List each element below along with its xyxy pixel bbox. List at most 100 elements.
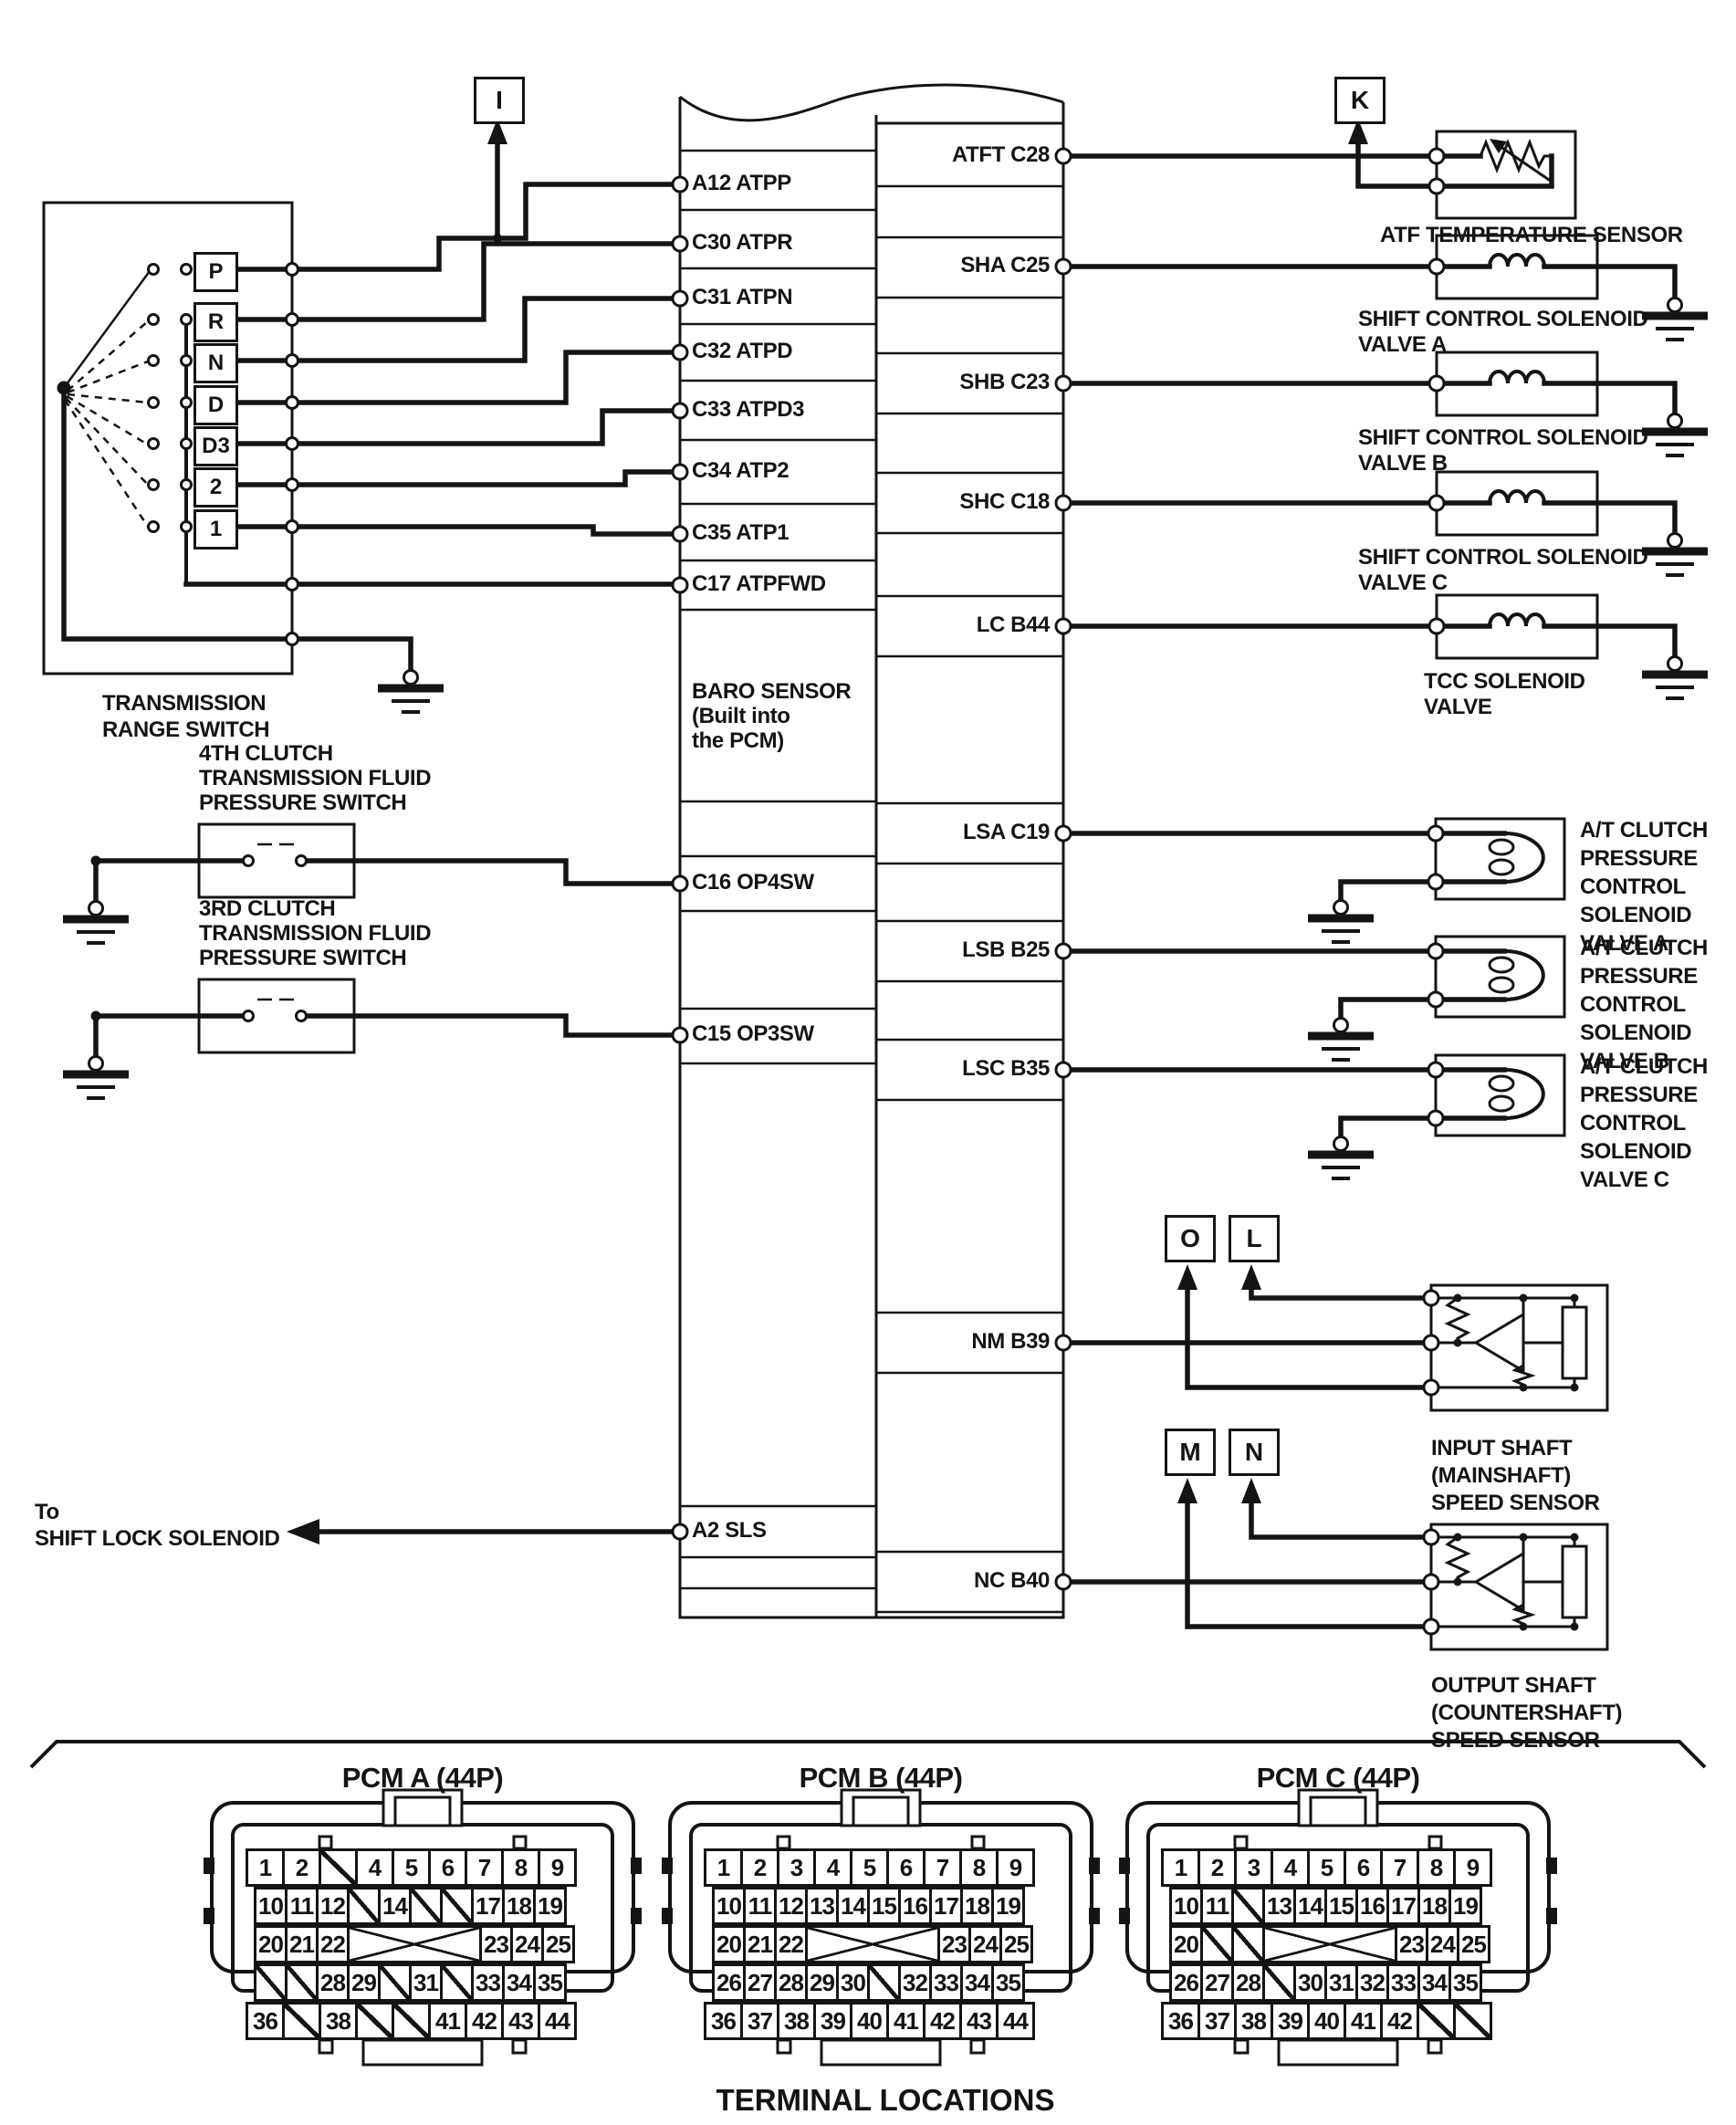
terminal-cell-text: 34 <box>965 1968 990 1996</box>
panel-bracket-line <box>29 1740 1707 1769</box>
terminal-cell-text: 21 <box>289 1930 315 1958</box>
terminal-cell-text: 9 <box>550 1853 565 1881</box>
terminal-cell-text: 20 <box>716 1930 742 1958</box>
pcm-right-cell-lines <box>876 184 1063 1614</box>
terminal-cell: 24 <box>510 1925 544 1963</box>
terminal-cell-text: 7 <box>477 1853 492 1881</box>
connector-title-text: PCM B (44P) <box>799 1762 963 1794</box>
terminal-cell <box>867 1963 901 2002</box>
terminal-cell-text: 19 <box>996 1891 1021 1920</box>
pcm-pin-label-right-text: ATFT C28 <box>951 142 1050 167</box>
component-label-text: A/T CLUTCH <box>1580 1054 1708 1079</box>
terminal-cell: 19 <box>991 1887 1025 1925</box>
shift-solenoid-valve-c <box>1061 470 1708 575</box>
terminal-cell-text: 17 <box>1391 1891 1417 1920</box>
terminal-cell-text: 17 <box>934 1891 959 1920</box>
pcm-pin-label-left: C16 OP4SW <box>692 870 814 895</box>
terminal-cell-text: 35 <box>996 1968 1021 1996</box>
terminal-cell: 35 <box>1448 1963 1482 2002</box>
range-position-box-text: 1 <box>209 517 223 541</box>
terminal-cell <box>319 1848 358 1887</box>
terminal-cell-text: 20 <box>1174 1930 1199 1958</box>
component-label: 3RD CLUTCH <box>199 896 336 921</box>
pcm-pin-label-left: A12 ATPP <box>692 171 791 195</box>
component-label-text: VALVE C <box>1580 1167 1669 1192</box>
component-label-text: VALVE A <box>1580 931 1668 956</box>
component-label-text: the PCM) <box>692 728 784 753</box>
terminal-cell-text: 28 <box>779 1968 804 1996</box>
component-label: A/T CLUTCH <box>1580 816 1708 844</box>
component-label-text: SPEED SENSOR <box>1431 1491 1600 1515</box>
terminal-cell: 23 <box>479 1925 513 1963</box>
terminal-cell: 26 <box>712 1963 746 2002</box>
terminal-cell-text: 33 <box>1391 1968 1417 1996</box>
range-position-box: 1 <box>193 509 238 550</box>
connector-title: PCM A (44P) <box>222 1762 623 1795</box>
at-clutch-solenoid-valve-c <box>1061 1053 1566 1178</box>
component-label-text: CONTROL <box>1580 1111 1686 1136</box>
terminal-cell: 2 <box>740 1848 779 1887</box>
terminal-cell: 43 <box>959 2002 999 2040</box>
terminal-cell: 36 <box>1161 2002 1200 2040</box>
terminal-cell-text: 35 <box>538 1968 563 1996</box>
terminal-locations-title: TERMINAL LOCATIONS <box>716 2083 1055 2117</box>
range-position-box-text: 2 <box>209 475 223 499</box>
terminal-cell <box>1453 2002 1492 2040</box>
terminal-cell-text: 7 <box>936 1853 950 1881</box>
component-label: VALVE B <box>1358 451 1448 476</box>
terminal-cell: 7 <box>1380 1848 1419 1887</box>
connector-title-text: PCM C (44P) <box>1256 1762 1420 1794</box>
terminal-cell-text: 42 <box>472 2006 497 2035</box>
component-label: OUTPUT SHAFT <box>1431 1672 1596 1700</box>
bus-junctions <box>285 262 299 646</box>
terminal-cell-text: 6 <box>1356 1853 1371 1881</box>
terminal-cell: 44 <box>996 2002 1035 2040</box>
terminal-cell: 4 <box>1271 1848 1310 1887</box>
terminal-cell: 7 <box>465 1848 504 1887</box>
terminal-cell-text: 43 <box>508 2006 534 2035</box>
connector-shell-pcm-b <box>662 1788 1100 2067</box>
pcm-pin-label-left-text: A12 ATPP <box>692 171 791 195</box>
terminal-cell-text: 10 <box>258 1891 284 1920</box>
component-label-text: SOLENOID <box>1580 1021 1692 1045</box>
terminal-cell: 3 <box>1234 1848 1273 1887</box>
pcm-pin-label-left-text: C32 ATPD <box>692 339 793 363</box>
terminal-cell-text: 23 <box>484 1930 509 1958</box>
terminal-cell <box>378 1963 412 2002</box>
at-clutch-solenoid-valve-a <box>1061 817 1566 942</box>
up-arrowhead <box>1241 1478 1261 1503</box>
pcm-pin-label-left: C15 OP3SW <box>692 1021 814 1046</box>
terminal-cell: 4 <box>355 1848 394 1887</box>
terminal-cell-text: 4 <box>1283 1853 1298 1881</box>
terminal-cell-text: 44 <box>545 2006 570 2035</box>
connector-title: PCM C (44P) <box>1137 1762 1539 1795</box>
component-label: CONTROL <box>1580 1109 1686 1137</box>
terminal-cell-text: 8 <box>972 1853 987 1881</box>
component-label: BARO SENSOR <box>692 679 852 704</box>
terminal-cell-text: 7 <box>1393 1853 1407 1881</box>
switch-dashed-arms <box>63 320 150 528</box>
terminal-cell <box>1200 1925 1234 1963</box>
terminal-cell-text: 37 <box>1205 2006 1230 2035</box>
terminal-cell: 29 <box>347 1963 381 2002</box>
pcm-pin-label-right: NC B40 <box>863 1568 1050 1593</box>
terminal-cell: 16 <box>898 1887 932 1925</box>
component-label: SOLENOID <box>1580 901 1692 929</box>
terminal-cell: 42 <box>465 2002 504 2040</box>
pcm-pin-label-left-text: C34 ATP2 <box>692 458 790 483</box>
pcm-pin-label-right: SHC C18 <box>863 489 1050 514</box>
coil-icon <box>1503 832 1545 884</box>
terminal-cell-text: 8 <box>514 1853 528 1881</box>
terminal-cell: 10 <box>1169 1887 1203 1925</box>
terminal-cell: 3 <box>777 1848 816 1887</box>
component-label-text: TRANSMISSION FLUID <box>199 921 432 946</box>
terminal-cell-text: 2 <box>295 1853 309 1881</box>
pcm-pin-label-right-text: LC B44 <box>976 612 1051 637</box>
pcm-pin-label-left: C35 ATP1 <box>692 520 790 545</box>
terminal-cell: 11 <box>1200 1887 1234 1925</box>
pcm-pin-label-right-text: LSA C19 <box>962 820 1050 844</box>
terminal-cell: 18 <box>1417 1887 1451 1925</box>
component-label-text: SHIFT CONTROL SOLENOID <box>1358 307 1648 331</box>
terminal-cell: 15 <box>1324 1887 1358 1925</box>
